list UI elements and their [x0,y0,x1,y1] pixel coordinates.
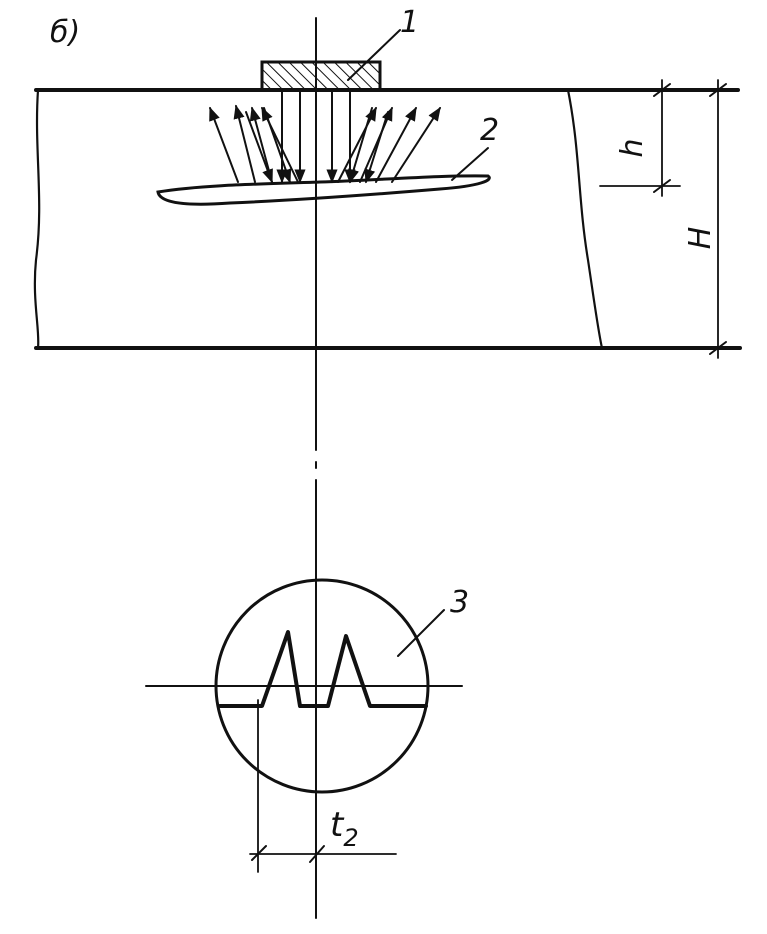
dimension-t2-label: t2 [330,805,359,852]
defect: 2 [156,113,499,206]
transducer: 1 [260,5,419,92]
transducer-label: 1 [400,5,419,40]
panel-label: б) [50,15,80,50]
screen-label: 3 [450,585,469,620]
dimension-H-label: H [683,227,718,250]
dimension-h: h [539,79,681,197]
dimension-t2: t2 [249,699,397,873]
defect-label: 2 [480,113,499,148]
screen-display: 3 [145,578,469,794]
dimension-H: H [683,79,727,359]
ultrasonic-beams [209,91,441,184]
dimension-h-label: h [615,138,650,157]
specimen-plate [33,88,742,350]
echo-pulses [218,630,428,708]
